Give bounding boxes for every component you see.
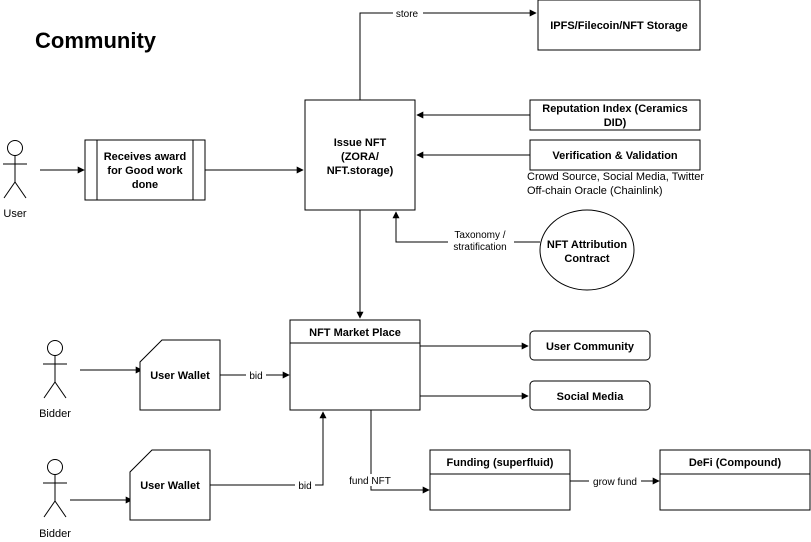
issue-nft-line2: (ZORA/: [341, 151, 379, 163]
bidder-actor-label-2: Bidder: [39, 528, 71, 540]
edge-taxonomy-label-bg: [448, 228, 514, 254]
edge-fund-nft-label-bg: [346, 474, 394, 486]
edge-fund-nft-label: fund NFT: [349, 476, 391, 487]
edge-bid2-label: bid: [298, 481, 311, 492]
verification-note-line2: Off-chain Oracle (Chainlink): [527, 185, 663, 197]
user-actor-label: User: [3, 208, 27, 220]
marketplace-label: NFT Market Place: [309, 327, 401, 339]
bidder-actor-icon: [43, 459, 67, 518]
edge-store-label: store: [396, 9, 419, 20]
issue-nft-line3: NFT.storage): [327, 165, 394, 177]
edge-bid2: [210, 411, 327, 486]
issue-nft-node[interactable]: Issue NFT (ZORA/ NFT.storage): [304, 99, 416, 211]
nft-attribution-contract-node[interactable]: NFT Attribution Contract: [539, 209, 635, 291]
edge-bid2-label-bg: [295, 479, 315, 491]
user-wallet-node[interactable]: User Wallet: [139, 339, 221, 411]
user-wallet-label-1: User Wallet: [150, 370, 210, 382]
edge-taxonomy-label-line2: stratification: [453, 242, 506, 253]
reputation-index-line1: Reputation Index (Ceramics: [542, 103, 687, 115]
receives-award-line2: for Good work: [107, 165, 183, 177]
receives-award-line1: Receives award: [104, 151, 187, 163]
funding-label: Funding (superfluid): [447, 457, 554, 469]
edge-grow-fund-label: grow fund: [593, 477, 637, 488]
edge-taxonomy-label-line1: Taxonomy /: [454, 230, 505, 241]
defi-label: DeFi (Compound): [689, 457, 782, 469]
user-community-node[interactable]: User Community: [529, 330, 651, 361]
edge-store: [359, 9, 537, 100]
social-media-label: Social Media: [557, 391, 625, 403]
bidder-actor-icon: [43, 340, 67, 399]
edge-store-label-bg: [393, 7, 423, 19]
page-title: Community: [35, 28, 157, 53]
edge-fund-nft: [370, 410, 430, 494]
nft-marketplace-node[interactable]: NFT Market Place: [289, 319, 421, 411]
user-wallet-node[interactable]: User Wallet: [129, 449, 211, 521]
issue-nft-line1: Issue NFT: [334, 137, 387, 149]
user-actor-icon: [3, 140, 27, 199]
attribution-line1: NFT Attribution: [547, 239, 628, 251]
defi-node[interactable]: DeFi (Compound): [659, 449, 811, 511]
edge-bid1-label: bid: [249, 371, 262, 382]
receives-award-node[interactable]: Receives award for Good work done: [84, 139, 206, 201]
ipfs-storage-node[interactable]: IPFS/Filecoin/NFT Storage: [537, 0, 701, 51]
verification-note-line1: Crowd Source, Social Media, Twitter: [527, 171, 704, 183]
attribution-line2: Contract: [564, 253, 610, 265]
edge-bid1-label-bg: [246, 369, 266, 381]
ipfs-storage-label: IPFS/Filecoin/NFT Storage: [550, 20, 688, 32]
verification-node[interactable]: Verification & Validation: [529, 139, 701, 171]
user-community-label: User Community: [546, 341, 635, 353]
edge-grow-fund-label-bg: [589, 475, 641, 487]
user-wallet-label-2: User Wallet: [140, 480, 200, 492]
funding-node[interactable]: Funding (superfluid): [429, 449, 571, 511]
verification-label: Verification & Validation: [552, 150, 678, 162]
receives-award-line3: done: [132, 179, 158, 191]
reputation-index-node[interactable]: Reputation Index (Ceramics DID): [529, 99, 701, 131]
bidder-actor-label-1: Bidder: [39, 408, 71, 420]
reputation-index-line2: DID): [604, 117, 627, 129]
social-media-node[interactable]: Social Media: [529, 380, 651, 411]
